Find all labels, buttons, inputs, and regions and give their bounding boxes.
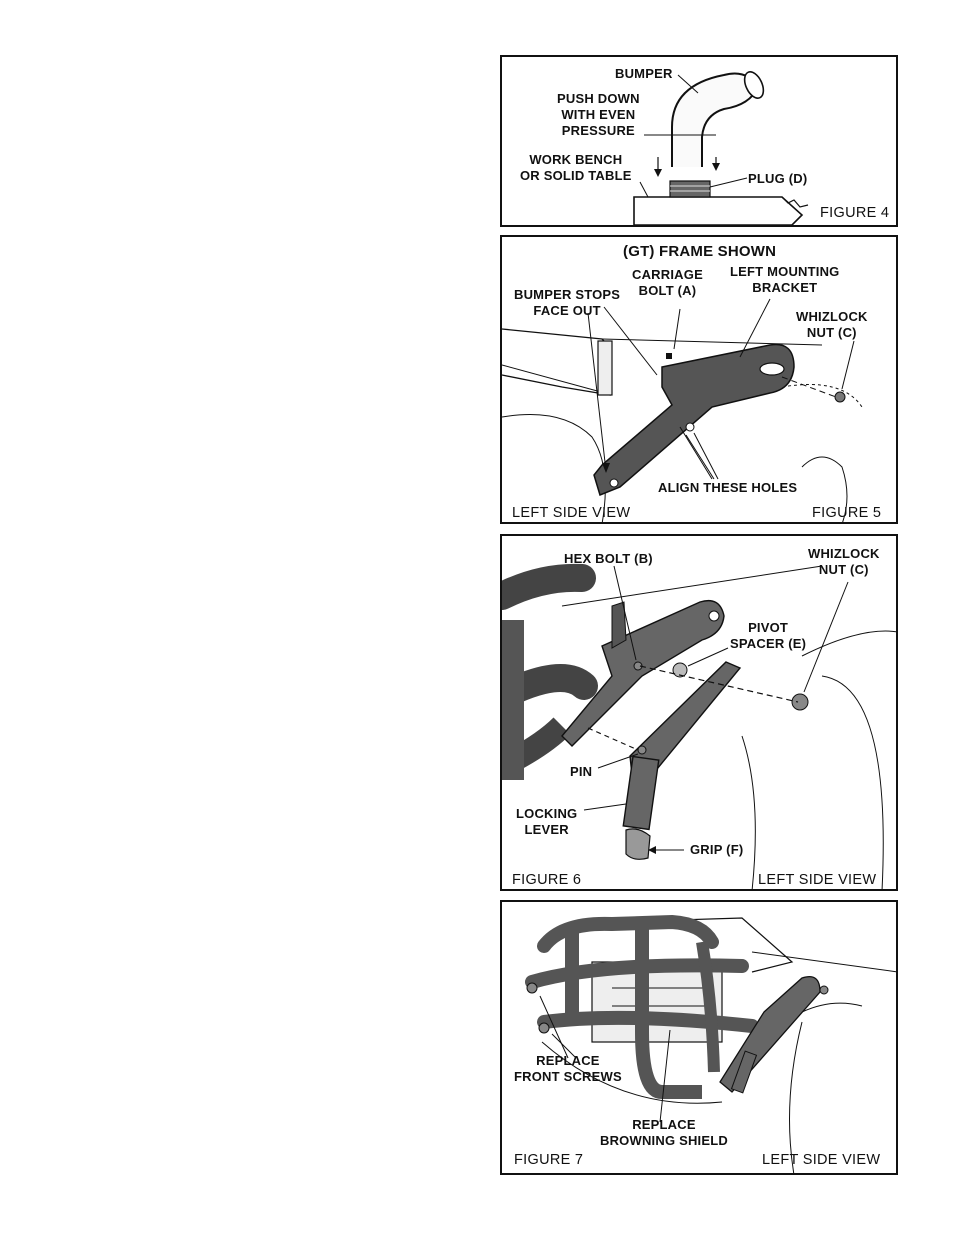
figure-5-illustration xyxy=(502,298,863,522)
bumper-stops-label: BUMPER STOPS FACE OUT xyxy=(514,287,621,318)
pivot-spacer-label: PIVOT SPACER (E) xyxy=(730,620,807,651)
figure-7-view-label: LEFT SIDE VIEW xyxy=(762,1152,881,1168)
figure-7-caption: FIGURE 7 xyxy=(514,1152,584,1168)
figure-6-view-label: LEFT SIDE VIEW xyxy=(758,872,877,888)
left-mounting-bracket-label: LEFT MOUNTING BRACKET xyxy=(730,264,840,295)
figure-5-panel: (GT) FRAME SHOWN CARRIAGE BOLT (A) LEFT … xyxy=(500,235,898,524)
push-down-label: PUSH DOWN WITH EVEN PRESSURE xyxy=(557,91,640,138)
figure-6-panel: HEX BOLT (B) WHIZLOCK NUT (C) PIVOT SPAC… xyxy=(500,534,898,891)
whizlock-nut-label-6: WHIZLOCK NUT (C) xyxy=(808,546,880,577)
plug-label: PLUG (D) xyxy=(748,171,808,186)
hex-bolt-label: HEX BOLT (B) xyxy=(564,551,653,566)
frame-shown-heading: (GT) FRAME SHOWN xyxy=(623,243,777,260)
figure-4-caption: FIGURE 4 xyxy=(820,205,890,221)
work-bench-label: WORK BENCH OR SOLID TABLE xyxy=(520,152,632,183)
replace-browning-shield-label: REPLACE BROWNING SHIELD xyxy=(600,1117,728,1148)
figure-4-panel: BUMPER PUSH DOWN WITH EVEN PRESSURE WORK… xyxy=(500,55,898,227)
figure-5-caption: FIGURE 5 xyxy=(812,505,882,521)
figure-7-panel: REPLACE FRONT SCREWS REPLACE BROWNING SH… xyxy=(500,900,898,1175)
whizlock-nut-label: WHIZLOCK NUT (C) xyxy=(796,309,868,340)
figure-6-illustration xyxy=(502,563,896,889)
figure-5-view-label: LEFT SIDE VIEW xyxy=(512,505,631,521)
locking-lever-label: LOCKING LEVER xyxy=(516,806,578,837)
figure-4-illustration xyxy=(633,71,809,225)
grip-label: GRIP (F) xyxy=(690,842,744,857)
figure-6-caption: FIGURE 6 xyxy=(512,872,582,888)
carriage-bolt-label: CARRIAGE BOLT (A) xyxy=(632,267,703,298)
replace-front-screws-label: REPLACE FRONT SCREWS xyxy=(514,1053,622,1084)
align-holes-label: ALIGN THESE HOLES xyxy=(658,480,798,495)
bumper-label: BUMPER xyxy=(615,66,673,81)
figure-7-illustration xyxy=(525,914,896,1173)
pin-label: PIN xyxy=(570,764,593,779)
